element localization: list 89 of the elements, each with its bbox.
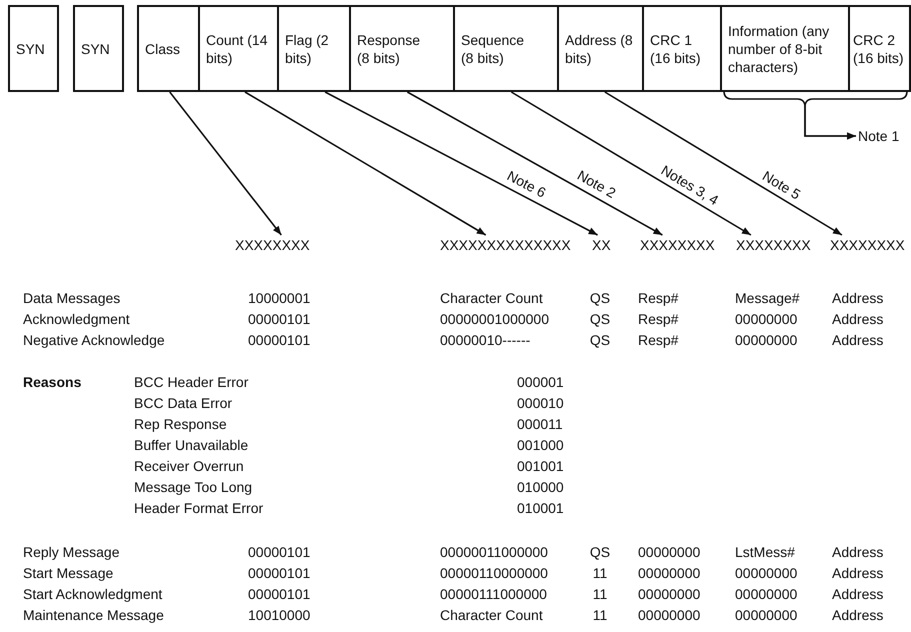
table-value: Message# (735, 289, 800, 307)
table-value: 00000101 (248, 564, 310, 582)
row-label: Acknowledgment (23, 310, 130, 328)
table-value: 00000000 (735, 585, 798, 603)
field-value: XX (592, 236, 611, 254)
field-box: SYN (8, 5, 59, 92)
table-value: 00000101 (248, 585, 310, 603)
table-value: 10010000 (248, 606, 310, 624)
table-value: 00000000 (638, 564, 700, 582)
table-value: QS (588, 289, 612, 307)
field-value: XXXXXXXX (830, 236, 905, 254)
table-value: QS (588, 310, 612, 328)
table-value: 00000000 (638, 585, 700, 603)
section-heading: Reasons (23, 373, 82, 391)
field-value: XXXXXXXXXXXXXX (440, 236, 571, 254)
row-label: Reply Message (23, 543, 120, 561)
table-value: Character Count (440, 289, 543, 307)
table-value: 010000 (517, 478, 564, 496)
table-value: Address (832, 289, 884, 307)
table-value: Resp# (638, 331, 678, 349)
table-value: Resp# (638, 310, 678, 328)
table-value: 11 (592, 564, 608, 582)
table-value: 001001 (517, 457, 564, 475)
row-label: Rep Response (134, 415, 227, 433)
table-value: 000011 (517, 415, 563, 433)
table-value: 010001 (517, 499, 564, 517)
row-label: Message Too Long (134, 478, 252, 496)
table-value: 00000000 (735, 606, 798, 624)
row-label: Start Message (23, 564, 114, 582)
arrow (324, 91, 598, 236)
row-label: Negative Acknowledge (23, 331, 165, 349)
table-value: 00000010------ (440, 331, 530, 349)
table-value: QS (588, 331, 612, 349)
table-value: Character Count (440, 606, 543, 624)
table-value: 000001 (517, 373, 564, 391)
table-value: 001000 (517, 436, 564, 454)
table-value: 00000001000000 (440, 310, 550, 328)
field-value: XXXXXXXX (736, 236, 811, 254)
row-label: Header Format Error (134, 499, 264, 517)
field-value: XXXXXXXX (640, 236, 715, 254)
row-label: BCC Header Error (134, 373, 248, 391)
row-label: Start Acknowledgment (23, 585, 162, 603)
field-box: Address (8 bits) (557, 5, 644, 92)
arrow (604, 91, 842, 236)
table-value: 00000000 (735, 564, 798, 582)
field-box: CRC 1 (16 bits) (642, 5, 722, 92)
table-value: 11 (592, 585, 608, 603)
table-value: 11 (592, 606, 608, 624)
arrow (510, 91, 752, 236)
field-box: Response (8 bits) (349, 5, 455, 92)
field-box: Class (137, 5, 200, 92)
arrow (406, 91, 663, 236)
field-box: Information (any number of 8-bit characters) (720, 5, 850, 92)
row-label: Buffer Unavailable (134, 436, 248, 454)
table-value: Address (832, 543, 884, 561)
table-value: 10000001 (248, 289, 310, 307)
field-box: Count (14 bits) (198, 5, 279, 92)
table-value: 00000101 (248, 331, 310, 349)
table-value: LstMess# (735, 543, 795, 561)
arrow (244, 91, 486, 236)
row-label: Receiver Overrun (134, 457, 244, 475)
table-value: Address (832, 606, 884, 624)
note-text: Note 1 (858, 127, 900, 145)
table-value: QS (588, 543, 612, 561)
table-value: Address (832, 310, 884, 328)
arrow (169, 92, 282, 236)
table-value: 00000111000000 (440, 585, 547, 603)
table-value: 00000101 (248, 543, 310, 561)
table-value: 00000011000000 (440, 543, 548, 561)
table-value: 000010 (517, 394, 564, 412)
table-value: 00000101 (248, 310, 310, 328)
field-box: SYN (73, 5, 124, 92)
table-value: 00000000 (638, 543, 700, 561)
table-value: Address (832, 564, 884, 582)
table-value: Resp# (638, 289, 678, 307)
table-value: Address (832, 331, 884, 349)
table-value: 00000000 (735, 331, 798, 349)
row-label: BCC Data Error (134, 394, 232, 412)
row-label: Data Messages (23, 289, 120, 307)
field-box: CRC 2 (16 bits) (848, 5, 911, 92)
brace-arrow (804, 90, 908, 140)
field-value: XXXXXXXX (235, 236, 310, 254)
table-value: 00000000 (638, 606, 700, 624)
table-value: 00000110000000 (440, 564, 548, 582)
table-value: Address (832, 585, 884, 603)
table-value: 00000000 (735, 310, 798, 328)
field-box: Sequence (8 bits) (453, 5, 559, 92)
field-box: Flag (2 bits) (277, 5, 351, 92)
row-label: Maintenance Message (23, 606, 164, 624)
